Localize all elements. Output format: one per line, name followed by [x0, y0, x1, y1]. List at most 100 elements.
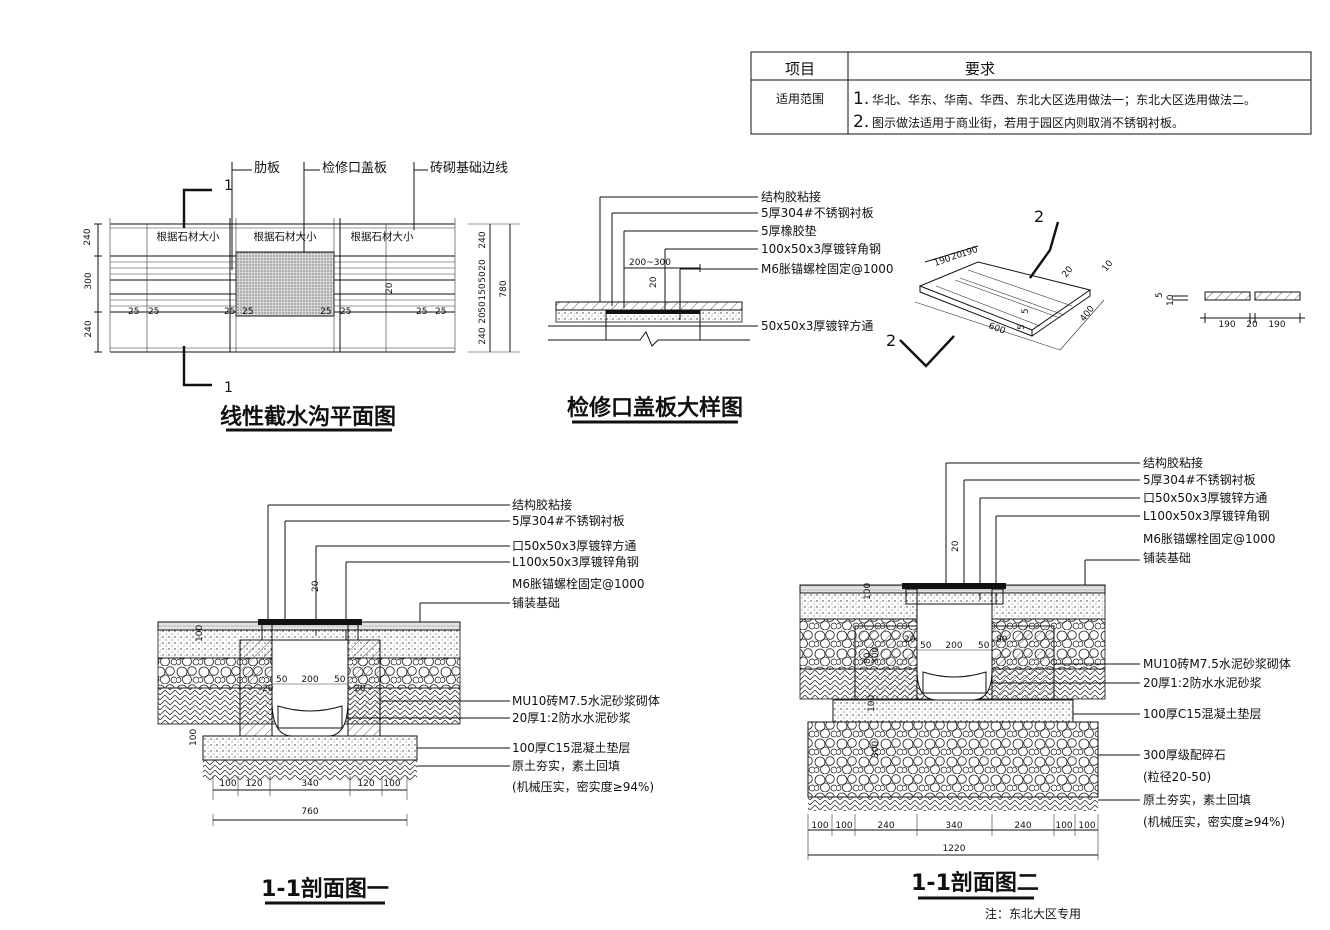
plan-right-dim-6: 240 — [478, 327, 488, 344]
s2-inner-dim-2: 50 — [920, 641, 932, 651]
plan-stone-size-2: 根据石材大小 — [254, 230, 317, 243]
label-cover: 检修口盖板 — [322, 161, 387, 176]
s1-label-3: L100x50x3厚镀锌角钢 — [512, 555, 639, 569]
s2-bottom-dim-2: 240 — [877, 821, 894, 831]
plan-right-dim-total: 780 — [499, 280, 509, 297]
plate-section: 190 20 190 10 5 — [1155, 291, 1305, 330]
s2-dim-top-20: 20 — [951, 540, 961, 552]
label-brick-line: 砖砌基础边线 — [430, 161, 508, 176]
table-row-label: 适用范围 — [776, 92, 824, 106]
iso-dim-7: 5 — [1021, 308, 1031, 314]
cover-dim-range: 200~300 — [629, 258, 671, 268]
s2-side-dim-0: 100 — [863, 583, 873, 600]
s1-title: 1-1剖面图一 — [261, 876, 389, 902]
table-head-item: 项目 — [785, 60, 815, 78]
plate-dim-0: 190 — [1218, 320, 1235, 330]
cover-label-3: 100x50x3厚镀锌角钢 — [761, 242, 881, 256]
s1-bottom-label-4: (机械压实，密实度≥94%) — [512, 779, 654, 794]
cover-dim-20: 20 — [649, 276, 659, 288]
s2-bottom-dim-1: 100 — [835, 821, 852, 831]
s1-label-5: 铺装基础 — [512, 596, 560, 610]
s1-bottom-dim-0: 100 — [219, 779, 236, 789]
s2-inner-dim-0: 20 — [904, 635, 916, 645]
req2-text: 图示做法适用于商业街，若用于园区内则取消不锈钢衬板。 — [872, 115, 1184, 130]
s2-bottom-label-3: 300厚级配碎石 — [1143, 747, 1226, 762]
plan-stone-size-3: 根据石材大小 — [351, 230, 414, 243]
s1-bottom-label-3: 原土夯实，素土回填 — [512, 758, 620, 773]
s2-bottom-dim-5: 100 — [1055, 821, 1072, 831]
plan-right-dim-3: 150 — [478, 283, 488, 300]
section-mark-bottom: 1 — [224, 380, 233, 396]
iso-dim-5: 20 — [1060, 264, 1075, 279]
s1-bottom-label-2: 100厚C15混凝土垫层 — [512, 740, 631, 755]
s2-bottom-dim-6: 100 — [1078, 821, 1095, 831]
s1-total-dim: 760 — [301, 807, 318, 817]
plan-dim-25b: 25 — [148, 307, 159, 317]
s2-bottom-dim-0: 100 — [811, 821, 828, 831]
s1-label-1: 5厚304#不锈钢衬板 — [512, 514, 625, 528]
s2-side-dim-2: 100 — [867, 695, 877, 712]
s2-inner-dim-1: 80 — [863, 652, 873, 664]
plan-left-dim-2: 240 — [84, 320, 94, 337]
plan-dim-25a: 25 — [128, 307, 139, 317]
s2-label-3: L100x50x3厚镀锌角钢 — [1143, 509, 1270, 523]
s2-bottom-label-2: 100厚C15混凝土垫层 — [1143, 706, 1262, 721]
plan-right-dim-5: 20 — [478, 312, 488, 324]
plan-right-dim-2: 50 — [478, 271, 488, 283]
s1-inner-dim-1: 50 — [276, 675, 288, 685]
cover-label-0: 结构胶粘接 — [761, 189, 821, 204]
s2-inner-dim-5: 80 — [996, 635, 1008, 645]
label-rib: 肋板 — [254, 161, 280, 176]
s2-label-2: 口50x50x3厚镀锌方通 — [1143, 490, 1267, 505]
plan-stone-size-1: 根据石材大小 — [157, 230, 220, 243]
plan-dim-25h: 25 — [435, 307, 446, 317]
s2-label-5: 铺装基础 — [1143, 551, 1191, 565]
iso-dim-6: 10 — [1100, 258, 1115, 273]
plan-dim-25f: 25 — [340, 307, 351, 317]
iso-dim-2: 190 — [960, 245, 980, 260]
plan-dim-25d: 25 — [242, 307, 253, 317]
iso-mark-bottom: 2 — [886, 331, 896, 350]
cover-label-1: 5厚304#不锈钢衬板 — [761, 206, 874, 220]
plan-title: 线性截水沟平面图 — [220, 404, 396, 430]
req1-text: 华北、华东、华南、华西、东北大区选用做法一；东北大区选用做法二。 — [872, 92, 1256, 107]
s2-label-0: 结构胶粘接 — [1143, 455, 1203, 470]
plate-dim-2: 190 — [1268, 320, 1285, 330]
plan-right-dim-4: 50 — [478, 301, 488, 313]
table-head-requirement: 要求 — [965, 60, 995, 78]
plan-left-dim-0: 240 — [83, 228, 93, 245]
s1-side-dim: 100 — [195, 625, 205, 642]
s1-inner-dim-4: 20 — [354, 684, 366, 694]
plan-left-dim-1: 300 — [84, 272, 94, 289]
s2-side-dim-3: 300 — [871, 741, 881, 758]
s2-note: 注：东北大区专用 — [985, 906, 1081, 921]
iso-dim-0: 190 — [933, 254, 953, 269]
s2-label-4: M6胀锚螺栓固定@1000 — [1143, 531, 1276, 546]
s1-dim-top-20: 20 — [311, 580, 321, 592]
cover-detail: 结构胶粘接 5厚304#不锈钢衬板 5厚橡胶垫 100x50x3厚镀锌角钢 M6… — [548, 189, 894, 424]
iso-plate: 2 2 190 20 190 600 400 20 10 5 5 — [886, 207, 1116, 368]
iso-dim-4: 400 — [1078, 304, 1097, 324]
plan-view: 肋板 检修口盖板 砖砌基础边线 1 1 — [83, 161, 520, 432]
cover-detail-title: 检修口盖板大样图 — [567, 395, 743, 421]
plan-right-dim-0: 240 — [478, 231, 488, 248]
plan-dim-20: 20 — [385, 282, 395, 294]
cover-label-4: M6胀锚螺栓固定@1000 — [761, 261, 894, 276]
plate-dim-1: 20 — [1246, 320, 1258, 330]
req2-number: 2. — [853, 112, 869, 132]
iso-dim-3: 600 — [987, 321, 1007, 336]
s1-inner-dim-2: 200 — [301, 675, 318, 685]
plate-side-dim-1: 5 — [1155, 292, 1165, 298]
cover-label-2: 5厚橡胶垫 — [761, 223, 817, 238]
s1-bottom-dim-2: 340 — [301, 779, 318, 789]
s2-inner-dim-3: 200 — [945, 641, 962, 651]
s1-bottom-label-0: MU10砖M7.5水泥砂浆砌体 — [512, 693, 660, 708]
req1-number: 1. — [853, 89, 869, 109]
plan-right-dim-1: 20 — [478, 259, 488, 271]
s2-bottom-label-0: MU10砖M7.5水泥砂浆砌体 — [1143, 656, 1291, 671]
s1-label-0: 结构胶粘接 — [512, 497, 572, 512]
requirements-table: 项目 要求 适用范围 1. 华北、华东、华南、华西、东北大区选用做法一；东北大区… — [750, 51, 1312, 135]
s1-bottom-dim-3: 120 — [357, 779, 374, 789]
section-mark-top: 1 — [224, 178, 233, 194]
s2-bottom-dim-3: 340 — [945, 821, 962, 831]
